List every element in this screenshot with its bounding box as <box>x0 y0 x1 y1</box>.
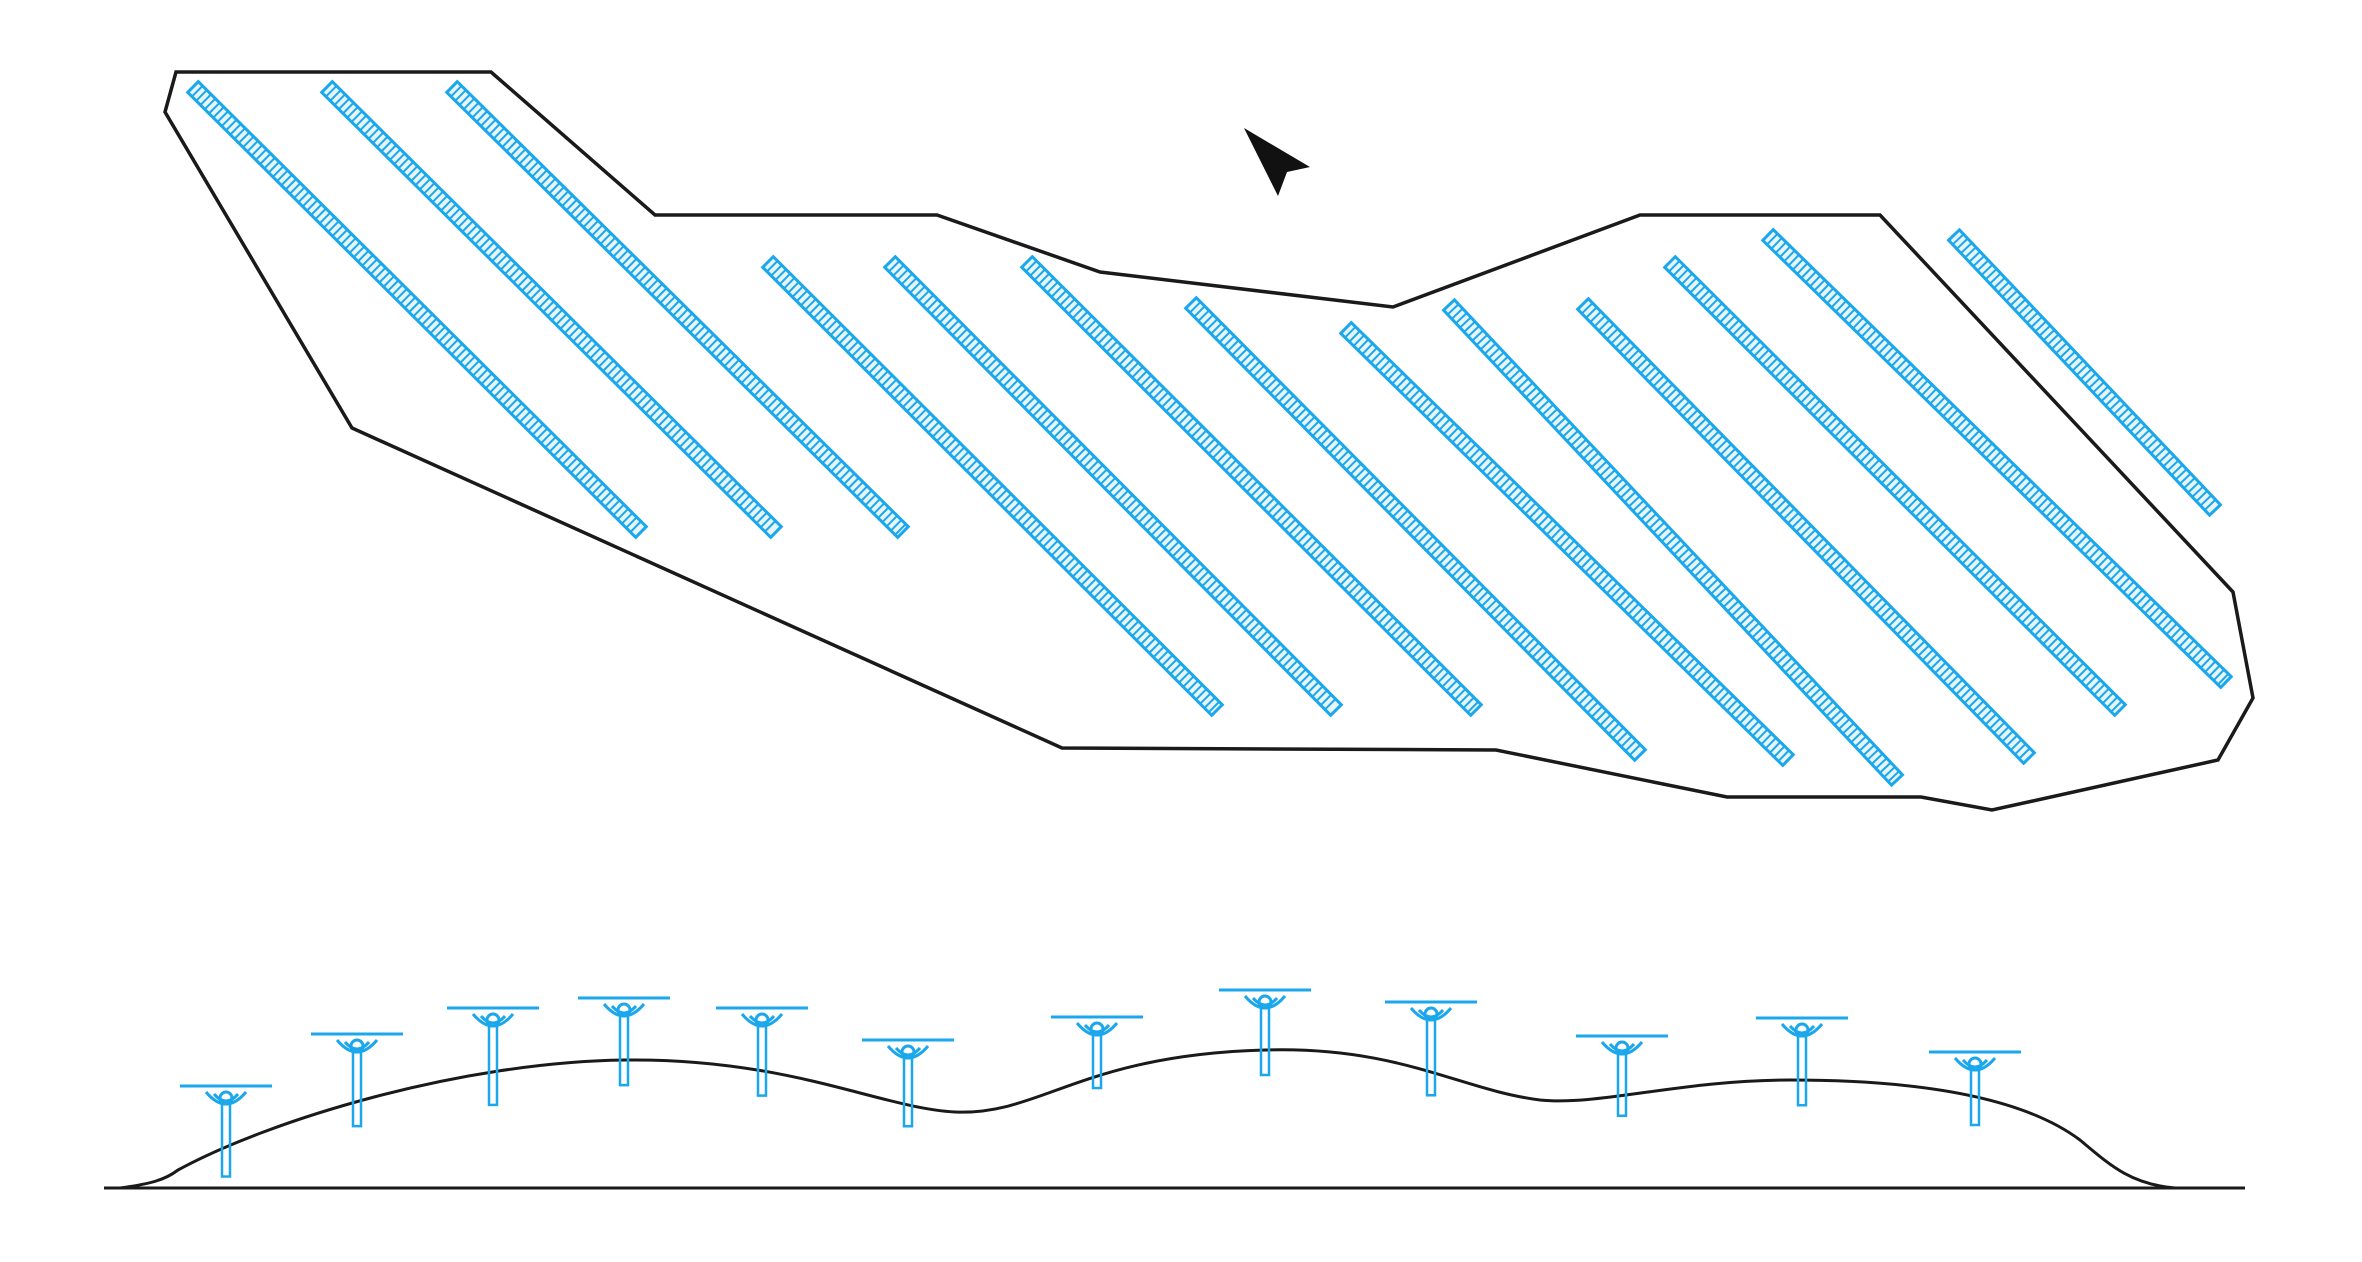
panel-row <box>444 79 911 540</box>
tracker <box>311 1032 403 1128</box>
panel-row <box>1441 297 1905 788</box>
panel-row <box>1183 295 1648 763</box>
panel-row <box>1946 227 2223 518</box>
panel-rows <box>185 79 2234 788</box>
panel-row <box>1662 254 2128 718</box>
panel-row <box>1019 254 1484 718</box>
panel-row <box>760 254 1225 718</box>
terrain-profile <box>119 1048 2176 1190</box>
north-arrow-icon <box>1244 128 1310 196</box>
tracker <box>1385 1000 1477 1097</box>
panel-row <box>1338 320 1796 768</box>
plan-view <box>163 70 2255 812</box>
panel-row <box>1760 227 2234 690</box>
tracker <box>1219 988 1311 1077</box>
tracker <box>1929 1050 2021 1127</box>
panel-row <box>1575 296 2037 766</box>
panel-row <box>185 79 649 540</box>
tracker <box>1051 1015 1143 1090</box>
site-boundary <box>163 70 2255 812</box>
tracker <box>180 1084 272 1178</box>
trackers <box>180 988 2021 1178</box>
tracker <box>716 1006 808 1097</box>
section-view <box>104 988 2245 1190</box>
tracker <box>447 1006 539 1107</box>
panel-row <box>882 254 1344 718</box>
tracker <box>862 1038 954 1128</box>
tracker <box>1756 1016 1848 1107</box>
panel-row <box>319 79 784 540</box>
tracker <box>1576 1034 1668 1118</box>
tracker <box>578 996 670 1087</box>
